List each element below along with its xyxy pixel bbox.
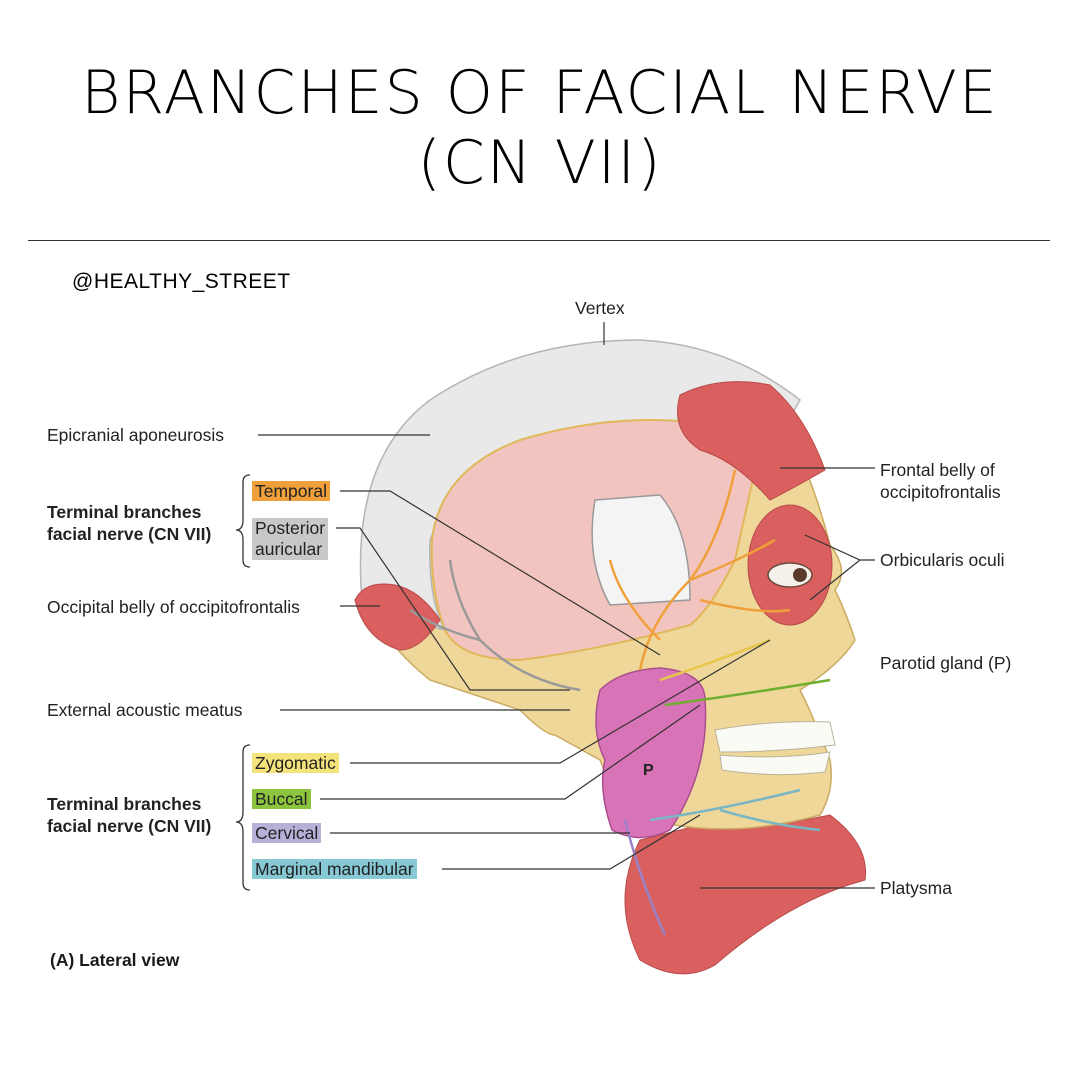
zygomatic-nerve: [659, 638, 771, 682]
label-external-acoustic-meatus: External acoustic meatus: [47, 700, 243, 720]
label-terminal-lower-1: Terminal branches: [47, 794, 202, 814]
marginal-mandibular-nerve: [649, 788, 821, 832]
label-terminal-lower-2: facial nerve (CN VII): [47, 816, 212, 836]
label-frontal-belly-2: occipitofrontalis: [880, 482, 1001, 502]
title-divider: [28, 240, 1050, 241]
label-orbicularis-oculi: Orbicularis oculi: [880, 550, 1005, 570]
label-parotid-p: P: [643, 762, 654, 779]
buccal-nerve: [664, 678, 831, 707]
label-occipital-belly: Occipital belly of occipitofrontalis: [47, 597, 300, 617]
posterior-auricular-nerve: [409, 559, 581, 692]
label-platysma: Platysma: [880, 878, 952, 898]
leader-temporal: [340, 490, 661, 656]
label-buccal: Buccal: [252, 789, 311, 810]
leader-marginal: [442, 814, 701, 870]
label-frontal-belly-1: Frontal belly of: [880, 460, 995, 480]
parotid-gland-shape: [595, 667, 707, 839]
label-epicranial-aponeurosis: Epicranial aponeurosis: [47, 425, 225, 445]
frontal-belly-muscle: [677, 381, 826, 501]
occipital-belly-muscle: [354, 583, 441, 651]
tag-buccal: Buccal: [252, 789, 311, 809]
leader-posterior: [336, 527, 570, 691]
leader-lines: [258, 322, 875, 889]
tag-zygomatic: Zygomatic: [252, 753, 339, 773]
watermark-handle: @HEALTHY_STREET: [72, 270, 291, 293]
label-terminal-upper-2: facial nerve (CN VII): [47, 524, 212, 544]
label-vertex: Vertex: [575, 298, 625, 318]
tag-cervical: Cervical: [252, 823, 322, 843]
brace-upper: [235, 474, 251, 568]
label-parotid-gland: Parotid gland (P): [880, 653, 1012, 673]
brace-lower: [235, 744, 251, 891]
tag-posterior-2: auricular: [252, 539, 329, 560]
label-zygomatic: Zygomatic: [252, 753, 339, 774]
figure-caption: (A) Lateral view: [50, 950, 180, 970]
label-temporal: Temporal: [252, 481, 330, 502]
teeth-lower: [719, 751, 831, 776]
tag-marginal-mandibular: Marginal mandibular: [252, 859, 417, 879]
page-title-line-2: (CN VII): [417, 128, 663, 198]
teeth: [714, 721, 836, 753]
label-terminal-upper-1: Terminal branches: [47, 502, 202, 522]
leader-orbicularis-2: [809, 559, 861, 601]
temporal-nerve: [608, 469, 791, 671]
leader-zygomatic: [350, 639, 771, 764]
tag-posterior-1: Posterior: [252, 518, 329, 539]
label-cervical: Cervical: [252, 823, 322, 844]
label-marginal-mandibular: Marginal mandibular: [252, 859, 417, 880]
tag-temporal: Temporal: [252, 481, 330, 501]
eye-iris: [793, 568, 807, 582]
label-posterior-auricular: Posterior auricular: [252, 518, 329, 560]
leader-buccal: [320, 704, 701, 800]
page-title-line-1: BRANCHES OF FACIAL NERVE: [81, 58, 999, 128]
